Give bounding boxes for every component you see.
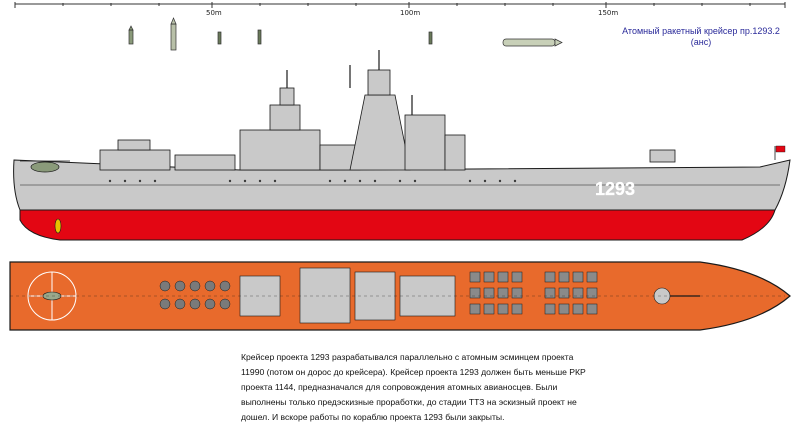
ship-top-view [9,261,791,331]
helicopter-icon [20,160,70,173]
scale-label-50: 50m [206,9,222,17]
propeller-icon [54,218,62,234]
masts [286,50,413,115]
ship-side-profile: 1293 [13,50,791,241]
forward-silos [469,271,598,315]
missile-icon [502,38,563,47]
missile-icon [170,17,177,51]
scale-label-150: 150m [598,9,619,17]
scale-ruler-graphic [14,2,786,8]
portholes [108,179,517,183]
description-text: Крейсер проекта 1293 разрабатывался пара… [241,352,586,422]
ship-drawing: 1293 [9,17,791,331]
scale-ruler: 50m 100m 150m [0,0,808,24]
title-line-2: (анс) [690,37,712,47]
superstructure [99,69,676,171]
superstructure-top [239,267,456,324]
weapons-legend [128,17,563,51]
vls-launchers [159,280,231,310]
hull-number: 1293 [595,179,635,199]
hull-underwater [19,209,776,241]
missile-icon [217,31,222,45]
missile-icon [428,31,433,45]
scale-label-100: 100m [400,9,421,17]
naval-flag-icon [774,145,786,160]
title-line-1: Атомный ракетный крейсер пр.1293.2 [622,26,780,36]
drawing-title: Атомный ракетный крейсер пр.1293.2 (анс) [606,26,796,48]
missile-icon [257,29,262,45]
missile-icon [128,25,134,45]
